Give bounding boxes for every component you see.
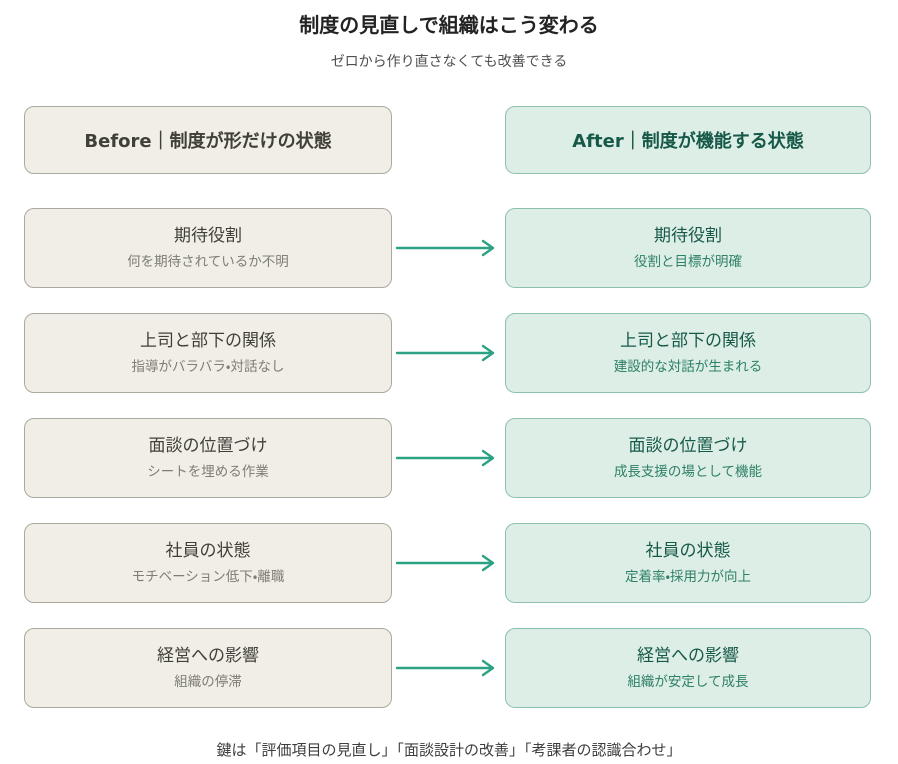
footer-note: 鍵は「評価項目の見直し」「面談設計の改善」「考課者の認識合わせ」 [216,741,682,759]
before-card: 上司と部下の関係 指導がバラバラ・対話なし [24,313,392,393]
after-card: 期待役割 役割と目標が明確 [505,208,871,288]
before-card: 期待役割 何を期待されているか不明 [24,208,392,288]
right-arrow-icon [395,344,495,362]
after-card-desc: 成長支援の場として機能 [613,463,763,480]
row-management-impact: 経営への影響 組織の停滞 経営への影響 組織が安定して成長 [24,628,871,708]
arrow-cell [392,418,505,498]
arrow-cell [392,208,505,288]
after-card-desc: 建設的な対話が生まれる [613,358,763,375]
after-card-desc: 組織が安定して成長 [627,673,749,690]
right-arrow-icon [395,659,495,677]
before-card-desc: 組織の停滞 [174,673,242,690]
before-card-title: 社員の状態 [165,541,251,562]
after-card-title: 面談の位置づけ [628,436,748,457]
before-card: 面談の位置づけ シートを埋める作業 [24,418,392,498]
after-header-card: After｜制度が機能する状態 [505,106,871,174]
after-card: 社員の状態 定着率・採用力が向上 [505,523,871,603]
after-card-title: 上司と部下の関係 [620,331,756,352]
before-card-desc: モチベーション低下・離職 [131,568,285,585]
page-title: 制度の見直しで組織はこう変わる [299,13,599,37]
before-card-desc: シートを埋める作業 [147,463,269,480]
after-card-title: 期待役割 [654,226,722,247]
row-expected-role: 期待役割 何を期待されているか不明 期待役割 役割と目標が明確 [24,208,871,288]
row-interview-positioning: 面談の位置づけ シートを埋める作業 面談の位置づけ 成長支援の場として機能 [24,418,871,498]
after-card: 上司と部下の関係 建設的な対話が生まれる [505,313,871,393]
before-card-title: 期待役割 [174,226,242,247]
arrow-cell [392,523,505,603]
after-card-title: 経営への影響 [637,646,739,667]
arrow-cell [392,313,505,393]
before-card-desc: 指導がバラバラ・対話なし [131,358,285,375]
before-after-grid: Before｜制度が形だけの状態 After｜制度が機能する状態 期待役割 何を… [24,106,871,708]
after-card-title: 社員の状態 [645,541,731,562]
before-card-desc: 何を期待されているか不明 [127,253,289,270]
before-card-title: 上司と部下の関係 [140,331,276,352]
before-header-label: Before｜制度が形だけの状態 [84,131,332,152]
before-card: 経営への影響 組織の停滞 [24,628,392,708]
after-card-desc: 役割と目標が明確 [634,253,742,270]
after-header-label: After｜制度が機能する状態 [572,131,804,152]
arrow-cell [392,628,505,708]
after-card: 経営への影響 組織が安定して成長 [505,628,871,708]
before-card-title: 面談の位置づけ [148,436,268,457]
before-header-card: Before｜制度が形だけの状態 [24,106,392,174]
row-manager-relationship: 上司と部下の関係 指導がバラバラ・対話なし 上司と部下の関係 建設的な対話が生ま… [24,313,871,393]
header-row: Before｜制度が形だけの状態 After｜制度が機能する状態 [24,106,871,174]
right-arrow-icon [395,449,495,467]
before-card-title: 経営への影響 [157,646,259,667]
after-card-desc: 定着率・採用力が向上 [624,568,752,585]
right-arrow-icon [395,554,495,572]
page-subtitle: ゼロから作り直さなくても改善できる [330,54,568,70]
right-arrow-icon [395,239,495,257]
row-employee-state: 社員の状態 モチベーション低下・離職 社員の状態 定着率・採用力が向上 [24,523,871,603]
before-card: 社員の状態 モチベーション低下・離職 [24,523,392,603]
header-spacer [392,106,505,174]
after-card: 面談の位置づけ 成長支援の場として機能 [505,418,871,498]
